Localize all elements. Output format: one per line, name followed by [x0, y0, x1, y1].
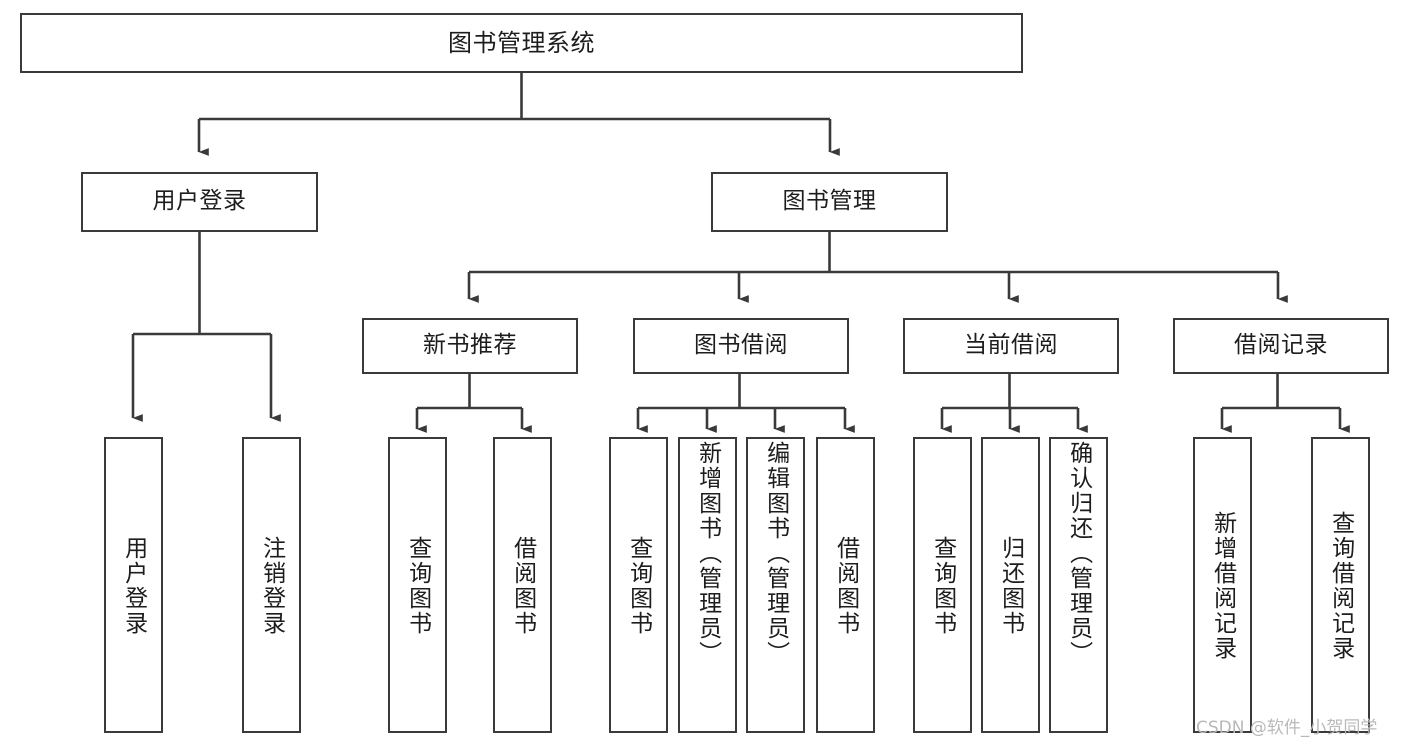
node-book-management[interactable]: 图书管理 — [711, 172, 948, 232]
node-label: 图书管理系统 — [448, 28, 595, 57]
leaf-borrow-record-add-record[interactable]: 新增借阅记录 — [1193, 437, 1252, 733]
leaf-book-borrow-borrow-books[interactable]: 借阅图书 — [816, 437, 875, 733]
node-label: 用户登录 — [120, 536, 147, 636]
csdn-watermark: CSDN @软件_小贺同学 — [1196, 718, 1378, 738]
leaf-new-book-borrow-books[interactable]: 借阅图书 — [493, 437, 552, 733]
leaf-borrow-record-query-record[interactable]: 查询借阅记录 — [1311, 437, 1370, 733]
node-current-borrowing[interactable]: 当前借阅 — [903, 318, 1119, 374]
leaf-book-borrow-query-books[interactable]: 查询图书 — [609, 437, 668, 733]
leaf-current-borrow-confirm-return-admin[interactable]: 确认归还（管理员） — [1049, 437, 1108, 733]
node-label: 借阅图书 — [509, 536, 536, 636]
node-label: 新增图书（管理员） — [694, 441, 721, 666]
leaf-current-borrow-query-books[interactable]: 查询图书 — [913, 437, 972, 733]
node-borrowing-record[interactable]: 借阅记录 — [1173, 318, 1389, 374]
node-label: 确认归还（管理员） — [1065, 441, 1092, 666]
node-root-book-management-system[interactable]: 图书管理系统 — [20, 13, 1023, 73]
node-label: 新书推荐 — [423, 332, 517, 359]
node-label: 用户登录 — [152, 188, 247, 215]
leaf-book-borrow-add-book-admin[interactable]: 新增图书（管理员） — [678, 437, 737, 733]
leaf-user-login-logout[interactable]: 注销登录 — [242, 437, 301, 733]
node-label: 查询图书 — [404, 536, 431, 636]
node-new-book-recommendation[interactable]: 新书推荐 — [362, 318, 578, 374]
node-label: 编辑图书（管理员） — [762, 441, 789, 666]
leaf-new-book-query-books[interactable]: 查询图书 — [388, 437, 447, 733]
node-user-login[interactable]: 用户登录 — [81, 172, 318, 232]
node-label: 图书借阅 — [694, 332, 788, 359]
leaf-current-borrow-return-books[interactable]: 归还图书 — [981, 437, 1040, 733]
node-label: 新增借阅记录 — [1209, 511, 1236, 661]
node-book-borrowing[interactable]: 图书借阅 — [633, 318, 849, 374]
leaf-user-login-login[interactable]: 用户登录 — [104, 437, 163, 733]
node-label: 图书管理 — [782, 188, 877, 215]
node-label: 查询图书 — [625, 536, 652, 636]
node-label: 借阅图书 — [832, 536, 859, 636]
leaf-book-borrow-edit-book-admin[interactable]: 编辑图书（管理员） — [746, 437, 805, 733]
node-label: 注销登录 — [258, 536, 285, 636]
node-label: 归还图书 — [997, 536, 1024, 636]
node-label: 借阅记录 — [1234, 332, 1328, 359]
node-label: 查询图书 — [929, 536, 956, 636]
node-label: 查询借阅记录 — [1327, 511, 1354, 661]
node-label: 当前借阅 — [964, 332, 1058, 359]
